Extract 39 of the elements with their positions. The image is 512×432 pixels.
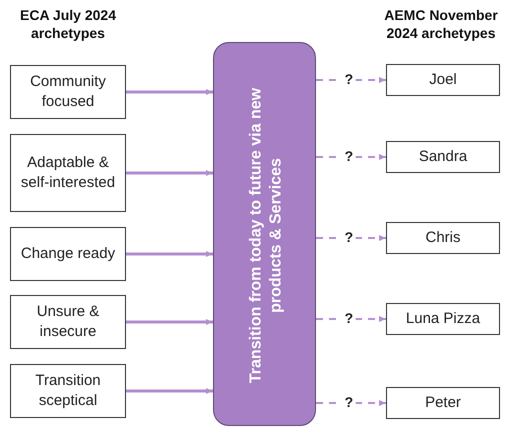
archetype-box — [386, 141, 500, 173]
archetype-text: Sandra — [418, 147, 468, 167]
archetype-text: Transition sceptical — [34, 371, 102, 411]
archetype-box — [386, 222, 500, 254]
arrow — [126, 388, 213, 394]
archetype-text: Luna Pizza — [406, 309, 480, 329]
arrow — [126, 89, 213, 95]
edge-label: ? — [342, 394, 356, 410]
arrow — [126, 319, 213, 325]
edge-label: ? — [342, 229, 356, 245]
arrow — [126, 170, 213, 176]
edge-label: ? — [342, 148, 356, 164]
archetype-text: Community focused — [29, 72, 107, 112]
edge-label: ? — [342, 71, 356, 87]
column-heading: AEMC November 2024 archetypes — [383, 6, 499, 42]
archetype-box — [386, 387, 500, 419]
dashed-arrow — [316, 77, 386, 83]
archetype-box — [10, 364, 126, 418]
archetype-text: Adaptable & self-interested — [20, 153, 116, 193]
arrow — [126, 251, 213, 257]
archetype-box — [386, 64, 500, 96]
archetype-box — [10, 295, 126, 349]
archetype-text: Peter — [425, 393, 461, 413]
archetype-box — [386, 303, 500, 335]
archetype-text: Joel — [429, 70, 457, 90]
dashed-arrow — [316, 235, 386, 241]
archetype-text: Unsure & insecure — [36, 302, 100, 342]
archetype-text: Change ready — [20, 244, 116, 264]
dashed-arrow — [316, 154, 386, 160]
column-heading: ECA July 2024 archetypes — [19, 6, 117, 42]
edge-label: ? — [342, 310, 356, 326]
archetype-box — [10, 134, 126, 212]
archetype-box — [10, 227, 126, 281]
transition-bar — [213, 42, 316, 426]
dashed-arrow — [316, 316, 386, 322]
dashed-arrow — [316, 400, 386, 406]
archetype-box — [10, 65, 126, 119]
archetype-text: Chris — [425, 228, 460, 248]
transition-text: Transition from today to future via new products & Services — [246, 86, 285, 385]
